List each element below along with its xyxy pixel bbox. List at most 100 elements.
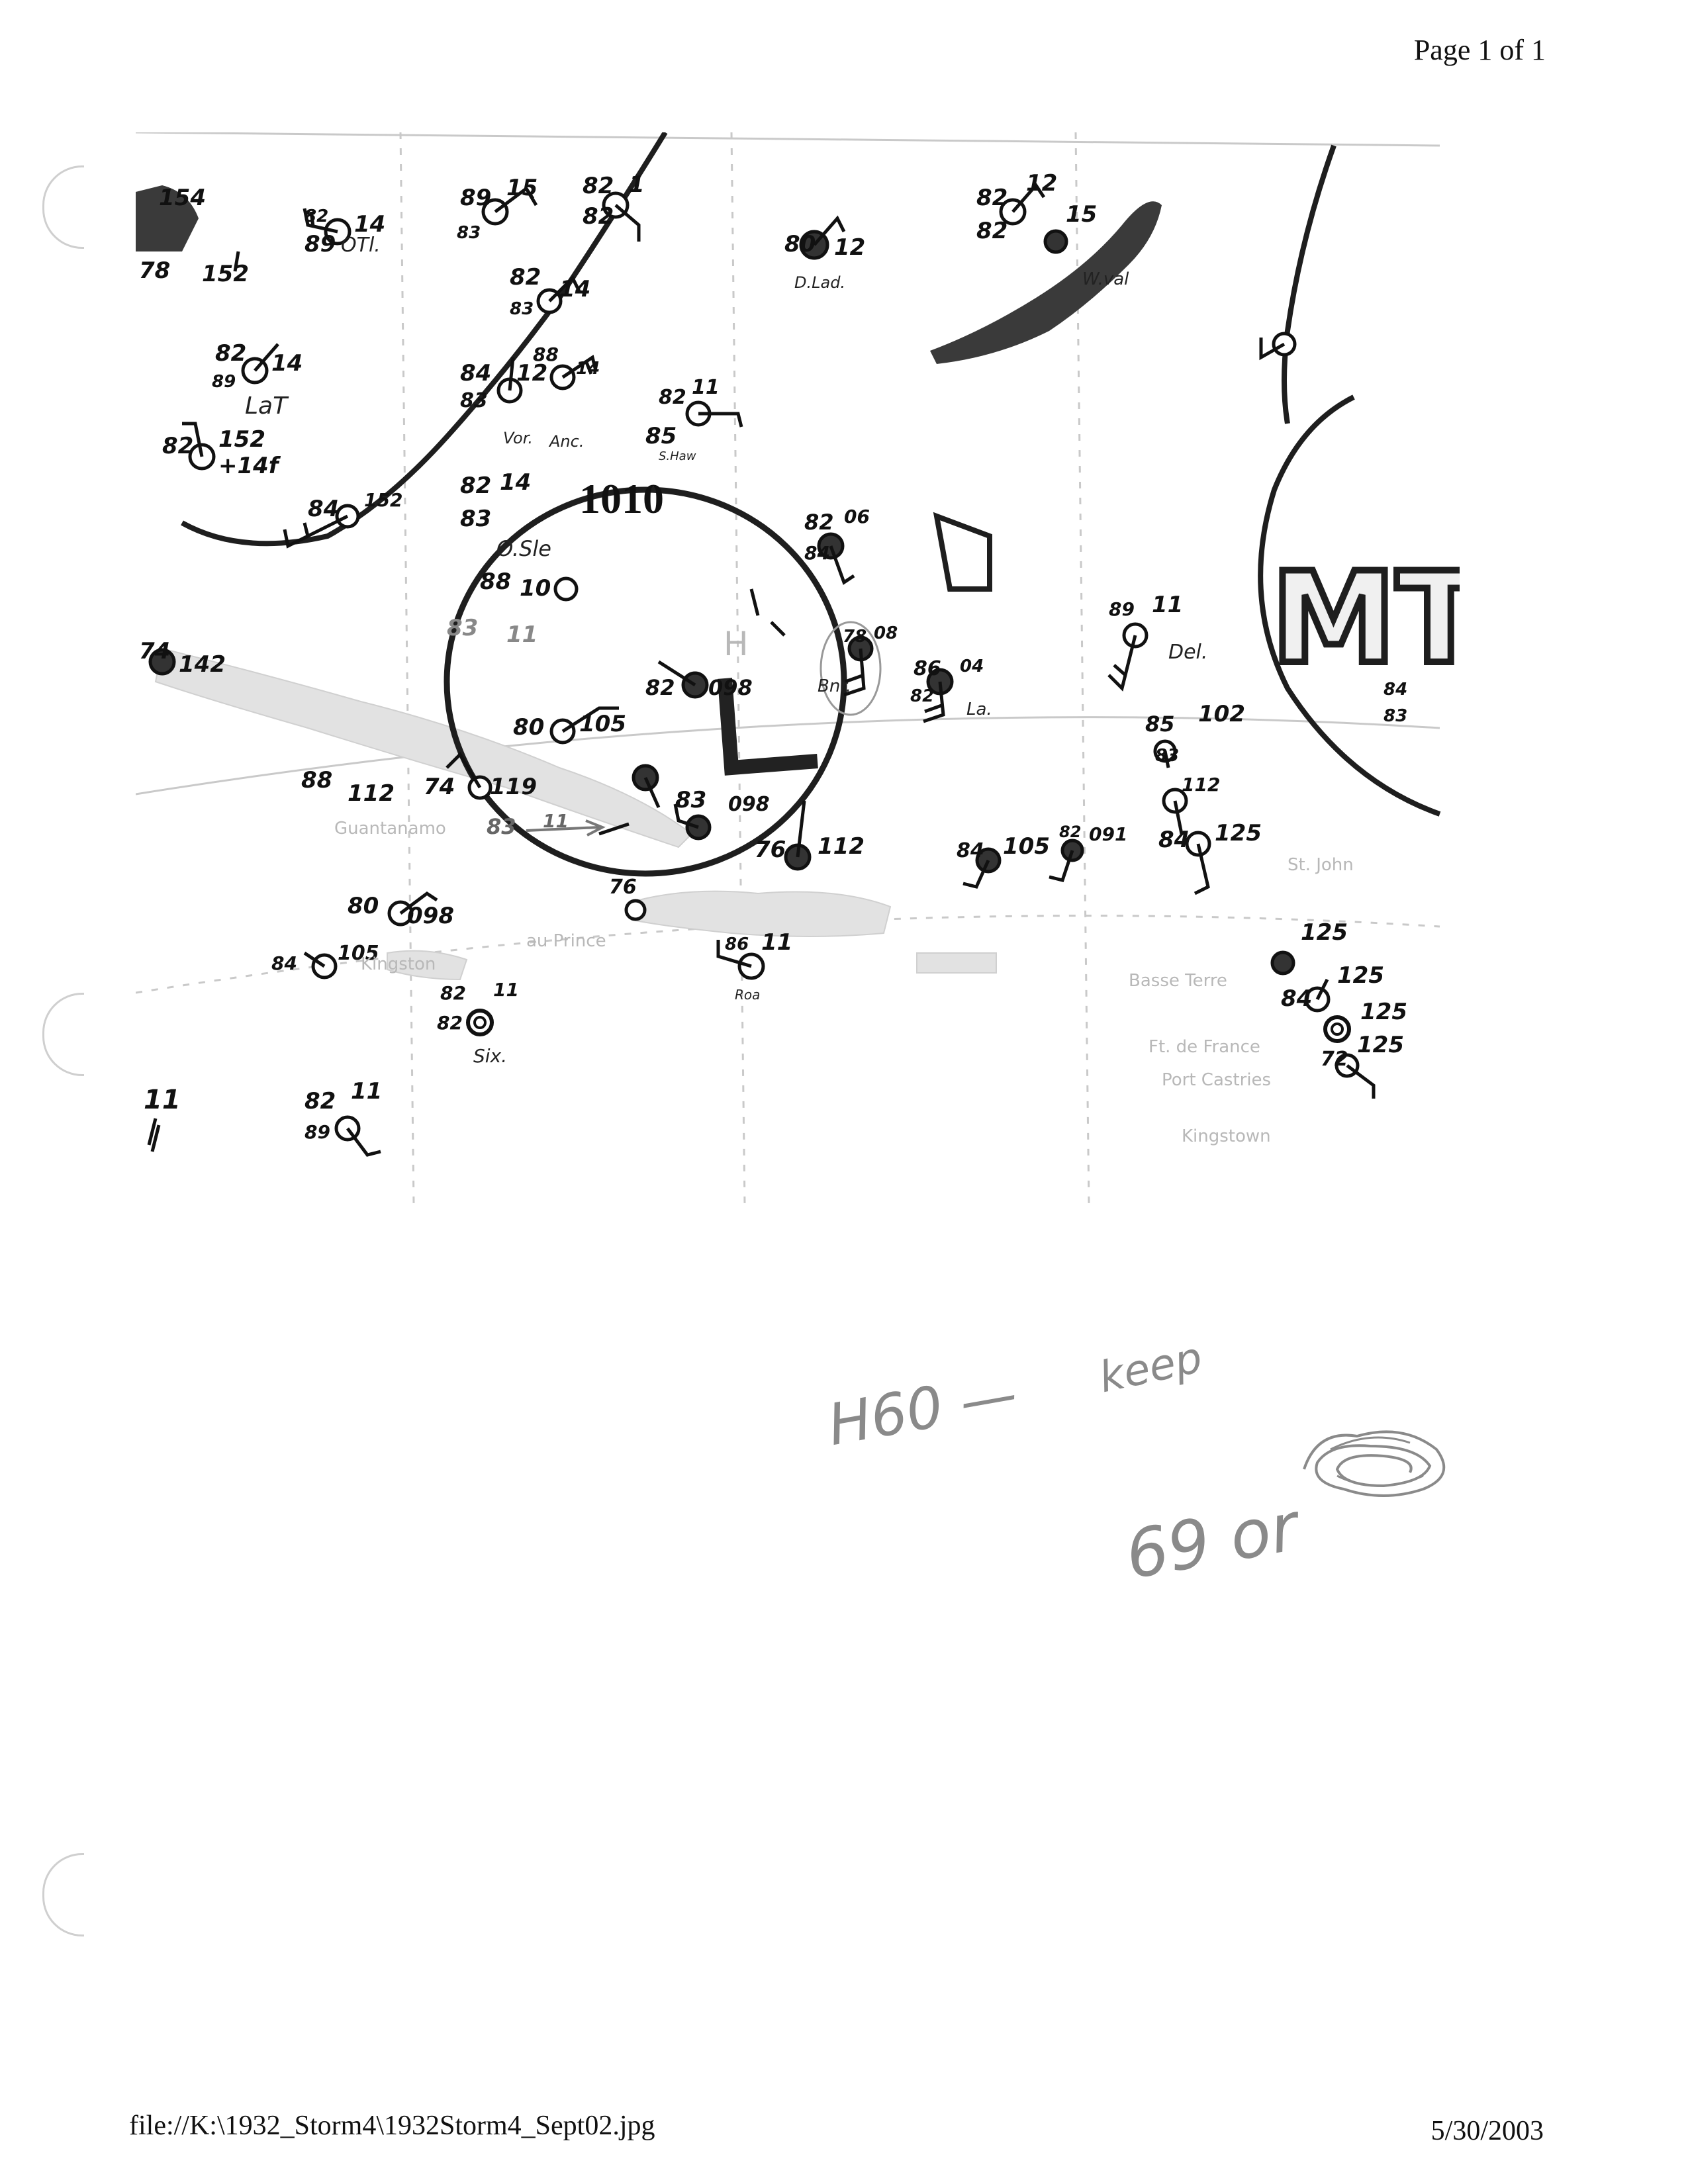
station-s13-pres: 11 — [692, 376, 720, 399]
station-s47-pres: +14f — [218, 453, 281, 479]
handwritten-note-h60: H60 — — [823, 1360, 1022, 1459]
station-s12-dew: 83 — [460, 389, 488, 412]
station-s26-dew: 83 — [1155, 746, 1179, 766]
station-s14-pres: 152 — [218, 426, 265, 453]
place-labels: D.Lad. Anc. Vor. S.Haw OTl. LaT O.Sle Bn… — [245, 234, 1207, 1067]
place-six: Six. — [473, 1045, 507, 1067]
file-path-footer: file://K:\1932_Storm4\1932Storm4_Sept02.… — [129, 2111, 655, 2141]
station-s22-pres: 04 — [960, 657, 984, 676]
station-s36-temp: 82 — [1059, 823, 1081, 841]
weather-map-canvas: 1010 H MT — [136, 132, 1460, 1205]
high-symbol-faint: H — [724, 625, 749, 663]
station-s29-temp: 83 — [675, 787, 706, 813]
station-s45-temp: 72 — [1321, 1048, 1348, 1071]
place-del: Del. — [1168, 641, 1207, 664]
station-s18-temp: 83 — [447, 615, 478, 641]
bg-place-au-prince: au Prince — [526, 931, 606, 951]
station-s10-dew: 89 — [212, 372, 236, 392]
station-highlight-ellipse — [820, 621, 882, 716]
station-s31-temp: 76 — [755, 837, 786, 863]
station-circle-filled — [1270, 950, 1295, 976]
bg-place-fort-de-france: Ft. de France — [1149, 1037, 1260, 1057]
station-s1-temp: 89 — [460, 185, 491, 211]
station-s2-dew: 82 — [583, 203, 614, 230]
station-s27-pres: 112 — [348, 780, 395, 807]
station-s2-pres: 1 — [629, 171, 645, 198]
place-osle: O.Sle — [496, 536, 551, 561]
station-s9-temp: 82 — [510, 264, 541, 291]
station-s19-pres: 142 — [179, 651, 226, 678]
station-s4-temp: 78 — [139, 257, 170, 284]
station-s30-pres: 11 — [543, 810, 569, 832]
station-s12-pres: 12 — [516, 360, 547, 387]
station-s25-temp: 89 — [1109, 598, 1135, 620]
station-s38-temp: 84 — [1158, 827, 1190, 853]
station-s18-pres: 11 — [506, 621, 538, 648]
station-s20-pres: 06 — [844, 506, 870, 527]
station-s16-pres: 14 — [500, 469, 531, 496]
weather-map: 1010 H MT — [136, 132, 1460, 1218]
handwritten-note-69: 69 or — [1119, 1488, 1304, 1594]
station-s12-temp: 84 — [460, 360, 491, 387]
station-s28-pres: 119 — [490, 774, 537, 800]
front-triangle-marker — [933, 512, 992, 592]
station-s20-dew: 84 — [804, 542, 830, 564]
station-s20-temp: 82 — [804, 510, 834, 535]
background-place-labels: Guantanamo Kingston St. John Basse Terre… — [334, 819, 1354, 1146]
wind-barbs — [147, 182, 1376, 1157]
station-s36-pres: 091 — [1089, 823, 1127, 845]
station-s26-temp: 85 — [1145, 711, 1175, 737]
station-s43-temp: 84 — [1281, 985, 1312, 1012]
station-s9-dew: 83 — [510, 299, 534, 319]
station-s15-temp: 84 — [308, 496, 339, 522]
station-s46-dew: 83 — [1383, 706, 1407, 726]
station-s23-temp: 82 — [645, 675, 675, 700]
station-s41-pres: 11 — [351, 1078, 382, 1105]
bg-place-basse-terre: Basse Terre — [1129, 971, 1227, 991]
place-dlad: D.Lad. — [794, 273, 845, 292]
bg-place-st-john: St. John — [1288, 855, 1354, 875]
binder-hole-bottom — [42, 1853, 84, 1936]
place-wval: W.val — [1082, 269, 1129, 289]
station-s35-pres: 105 — [1003, 833, 1050, 860]
station-s21-temp: 78 — [843, 627, 867, 647]
place-vor: Vor. — [503, 429, 533, 447]
station-s13-dew: 85 — [645, 423, 677, 449]
station-s34-pres: 105 — [338, 942, 379, 965]
station-s5-pres: 154 — [159, 185, 206, 211]
place-shaw: S.Haw — [659, 449, 696, 463]
bg-place-kingstown: Kingstown — [1182, 1126, 1271, 1146]
station-circle — [624, 899, 647, 921]
station-s3-temp: 82 — [305, 206, 328, 226]
station-s2-temp: 82 — [583, 173, 614, 199]
dark-island-ne — [930, 201, 1162, 364]
station-s3-dew: 89 — [305, 231, 336, 257]
station-s37-pres: 112 — [1182, 774, 1220, 796]
station-s29-pres: 098 — [728, 793, 770, 816]
station-s10-temp: 82 — [215, 340, 246, 367]
isobar-label: 1010 — [579, 475, 664, 522]
station-s22-dew: 82 — [910, 686, 934, 706]
station-s24-pres: 105 — [579, 711, 626, 737]
station-s26-pres: 102 — [1198, 701, 1245, 727]
station-s41-temp: 82 — [305, 1088, 336, 1115]
station-s45-pres: 125 — [1357, 1032, 1404, 1058]
handwritten-note-keep: keep — [1095, 1333, 1207, 1403]
place-roa: Roa — [735, 987, 760, 1003]
station-s7-temp: 82 — [976, 185, 1008, 211]
station-s11-temp: 88 — [533, 343, 559, 365]
station-s21-pres: 08 — [874, 623, 898, 643]
station-s14-temp: 82 — [162, 433, 193, 459]
station-circle-double-inner — [1331, 1023, 1344, 1036]
station-s10-pres: 14 — [271, 350, 303, 377]
station-s23-pres: 098 — [708, 675, 753, 700]
front-line-west — [181, 132, 668, 547]
page-number-label: Page 1 of 1 — [1413, 34, 1546, 66]
station-s9-pres: 14 — [559, 276, 590, 302]
place-anc: Anc. — [548, 432, 584, 451]
scribble-mark — [1303, 1430, 1446, 1497]
station-s25-pres: 11 — [1152, 592, 1183, 618]
station-s41-dew: 89 — [305, 1121, 330, 1143]
station-circle — [553, 576, 579, 602]
station-s27-temp: 88 — [301, 767, 332, 794]
